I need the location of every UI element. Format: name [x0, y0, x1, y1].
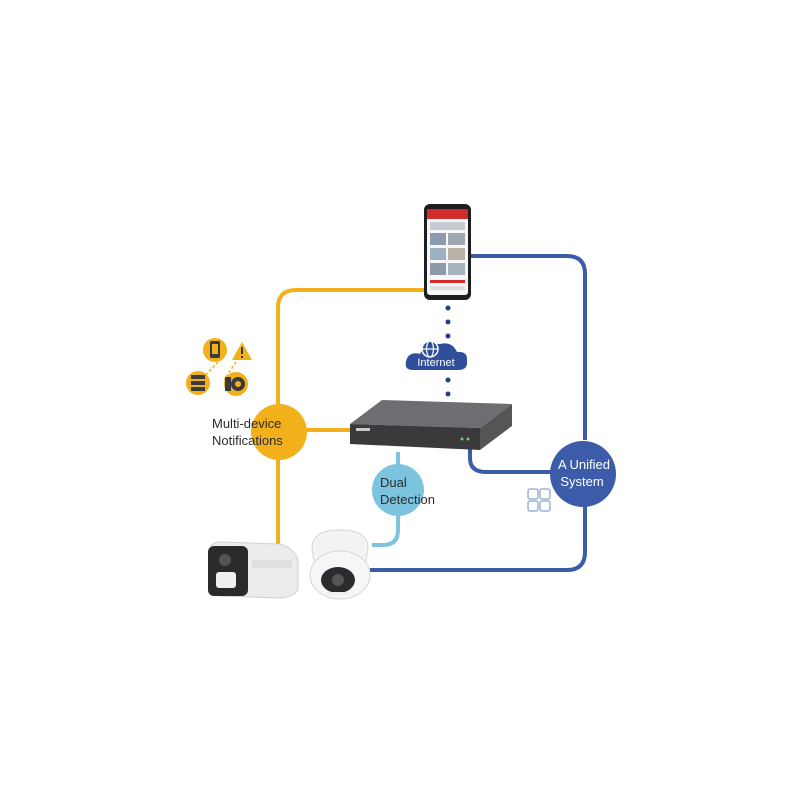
- notification-icon-group: [186, 338, 252, 396]
- server-icon: [186, 371, 210, 395]
- multi-device-notifications-node: Multi-device Notifications: [212, 404, 307, 460]
- internet-cloud: Internet: [405, 340, 468, 370]
- yellow-connector-top: [276, 288, 426, 410]
- blue-connector-phone: [470, 254, 587, 440]
- warning-icon: [232, 342, 252, 360]
- dual-detection-node: Dual Detection: [372, 464, 435, 516]
- unified-system-node: A Unified System: [550, 441, 616, 507]
- multi-device-label-line1: Multi-device: [212, 416, 281, 431]
- multi-device-label-line2: Notifications: [212, 433, 283, 448]
- bullet-camera: [208, 541, 299, 599]
- dual-detection-label-line2: Detection: [380, 492, 435, 507]
- lightblue-connector-camera: [372, 510, 400, 547]
- unified-label-line1: A Unified: [558, 457, 610, 472]
- windows-logo-icon: [527, 488, 551, 512]
- camera-icon: [224, 372, 248, 396]
- dual-detection-label-line1: Dual: [380, 475, 407, 490]
- internet-label: Internet: [417, 357, 454, 369]
- internet-dotted-link: [445, 305, 451, 397]
- blue-connector-nvr: [468, 440, 556, 474]
- unified-label-line2: System: [560, 474, 603, 489]
- dome-camera: [309, 529, 371, 600]
- blue-connector-bottom: [370, 505, 587, 572]
- nvr-recorder: [350, 400, 512, 450]
- tablet-icon: [203, 338, 227, 362]
- globe-icon: [421, 340, 439, 358]
- smartphone: [424, 204, 471, 300]
